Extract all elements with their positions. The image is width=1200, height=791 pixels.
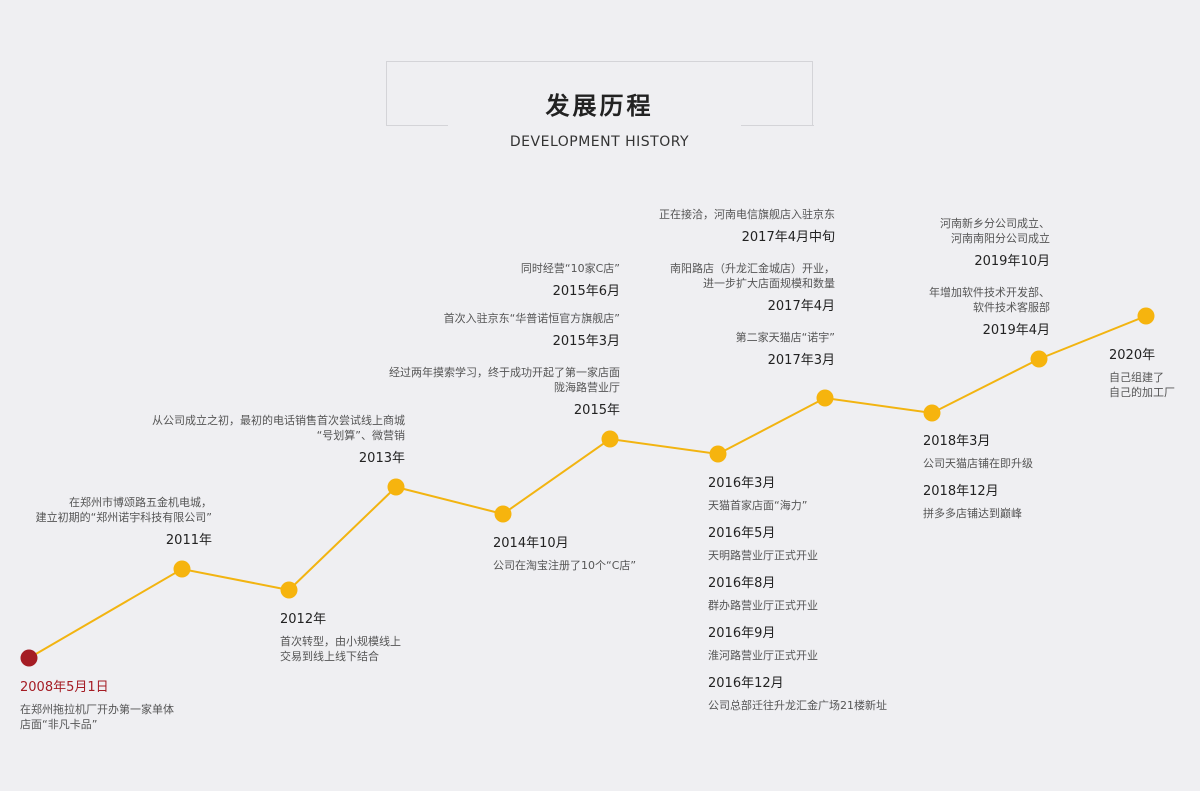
event-date: 2014年10月 <box>493 536 569 551</box>
node-2013 <box>387 478 405 496</box>
event-2016-8: 2016年8月 群办路营业厅正式开业 <box>708 576 818 613</box>
event-desc: 经过两年摸索学习，终于成功开起了第一家店面 陇海路营业厅 <box>389 366 620 394</box>
node-2012 <box>280 581 298 599</box>
event-2008: 2008年5月1日 在郑州拖拉机厂开办第一家单体 店面“非凡卡品” <box>20 680 174 732</box>
event-date: 2019年10月 <box>974 254 1050 269</box>
event-date: 2016年12月 <box>708 676 784 691</box>
event-date: 2013年 <box>358 451 405 466</box>
event-desc: 公司在淘宝注册了10个“C店” <box>493 559 637 572</box>
event-desc: 天明路营业厅正式开业 <box>708 549 818 562</box>
event-date: 2018年3月 <box>923 434 991 449</box>
event-desc: 同时经营“10家C店” <box>520 262 620 275</box>
event-date: 2015年 <box>573 403 620 418</box>
event-date: 2017年4月 <box>767 299 835 314</box>
event-2019-10: 河南新乡分公司成立、 河南南阳分公司成立 2019年10月 <box>940 216 1050 270</box>
event-date: 2017年3月 <box>767 353 835 368</box>
event-desc: 群办路营业厅正式开业 <box>708 599 818 612</box>
event-2017-4-mid: 正在接洽，河南电信旗舰店入驻京东 2017年4月中旬 <box>659 207 835 246</box>
event-desc: 在郑州拖拉机厂开办第一家单体 店面“非凡卡品” <box>20 703 174 731</box>
event-desc: 从公司成立之初，最初的电话销售首次尝试线上商城 “号划算”、微营销 <box>152 414 405 442</box>
event-desc: 公司总部迁往升龙汇金广场21楼新址 <box>708 699 887 712</box>
event-desc: 首次转型，由小规模线上 交易到线上线下结合 <box>280 635 401 663</box>
page-subtitle: DEVELOPMENT HISTORY <box>509 134 690 150</box>
node-2011 <box>173 560 191 578</box>
event-desc: 南阳路店（升龙汇金城店）开业， 进一步扩大店面规模和数量 <box>670 262 835 290</box>
event-date: 2016年3月 <box>708 476 776 491</box>
event-2014: 2014年10月 公司在淘宝注册了10个“C店” <box>493 536 636 573</box>
event-desc: 拼多多店铺达到巅峰 <box>923 507 1022 520</box>
event-2017-4: 南阳路店（升龙汇金城店）开业， 进一步扩大店面规模和数量 2017年4月 <box>670 261 835 315</box>
event-date: 2012年 <box>280 612 327 627</box>
event-date: 2020年 <box>1109 348 1156 363</box>
event-2018-12: 2018年12月 拼多多店铺达到巅峰 <box>923 484 1022 521</box>
event-desc: 自己组建了 自己的加工厂 <box>1109 371 1175 399</box>
event-2020: 2020年 自己组建了 自己的加工厂 <box>1109 348 1175 400</box>
event-2015-6: 同时经营“10家C店” 2015年6月 <box>521 261 620 300</box>
event-date: 2016年9月 <box>708 626 776 641</box>
event-date: 2008年5月1日 <box>20 680 109 695</box>
event-desc: 正在接洽，河南电信旗舰店入驻京东 <box>659 208 835 221</box>
event-desc: 首次入驻京东“华普诺恒官方旗舰店” <box>443 312 620 325</box>
event-desc: 天猫首家店面“海力” <box>708 499 808 512</box>
event-desc: 在郑州市博颂路五金机电城， 建立初期的“郑州诺宇科技有限公司” <box>35 496 212 524</box>
event-desc: 第二家天猫店“诺宇” <box>735 331 835 344</box>
event-2016-9: 2016年9月 淮河路营业厅正式开业 <box>708 626 818 663</box>
event-2016-5: 2016年5月 天明路营业厅正式开业 <box>708 526 818 563</box>
event-date: 2016年5月 <box>708 526 776 541</box>
event-2012: 2012年 首次转型，由小规模线上 交易到线上线下结合 <box>280 612 401 664</box>
node-2014 <box>494 505 512 523</box>
node-2020 <box>1137 307 1155 325</box>
event-date: 2016年8月 <box>708 576 776 591</box>
page-title: 发展历程 <box>545 92 654 120</box>
event-2018-3: 2018年3月 公司天猫店铺在即升级 <box>923 434 1033 471</box>
node-2016 <box>709 445 727 463</box>
node-2017 <box>816 389 834 407</box>
node-2018 <box>923 404 941 422</box>
node-2015 <box>601 430 619 448</box>
event-2019-4: 年增加软件技术开发部、 软件技术客服部 2019年4月 <box>929 285 1050 339</box>
node-2019 <box>1030 350 1048 368</box>
title-frame-bottom-right <box>741 125 814 126</box>
event-date: 2017年4月中旬 <box>741 230 835 245</box>
event-date: 2015年6月 <box>552 284 620 299</box>
event-date: 2011年 <box>165 533 212 548</box>
event-2015: 经过两年摸索学习，终于成功开起了第一家店面 陇海路营业厅 2015年 <box>389 365 620 419</box>
event-2015-3: 首次入驻京东“华普诺恒官方旗舰店” 2015年3月 <box>444 311 620 350</box>
title-frame <box>386 61 813 125</box>
event-2016-12: 2016年12月 公司总部迁往升龙汇金广场21楼新址 <box>708 676 887 713</box>
event-2013: 从公司成立之初，最初的电话销售首次尝试线上商城 “号划算”、微营销 2013年 <box>152 413 405 467</box>
event-date: 2018年12月 <box>923 484 999 499</box>
event-desc: 年增加软件技术开发部、 软件技术客服部 <box>929 286 1050 314</box>
node-2008 <box>20 649 38 667</box>
event-desc: 公司天猫店铺在即升级 <box>923 457 1033 470</box>
event-desc: 河南新乡分公司成立、 河南南阳分公司成立 <box>940 217 1050 245</box>
event-date: 2015年3月 <box>552 334 620 349</box>
event-date: 2019年4月 <box>982 323 1050 338</box>
event-2017-3: 第二家天猫店“诺宇” 2017年3月 <box>736 330 835 369</box>
event-2016-3: 2016年3月 天猫首家店面“海力” <box>708 476 807 513</box>
event-desc: 淮河路营业厅正式开业 <box>708 649 818 662</box>
event-2011: 在郑州市博颂路五金机电城， 建立初期的“郑州诺宇科技有限公司” 2011年 <box>36 495 212 549</box>
title-frame-bottom-left <box>386 125 448 126</box>
